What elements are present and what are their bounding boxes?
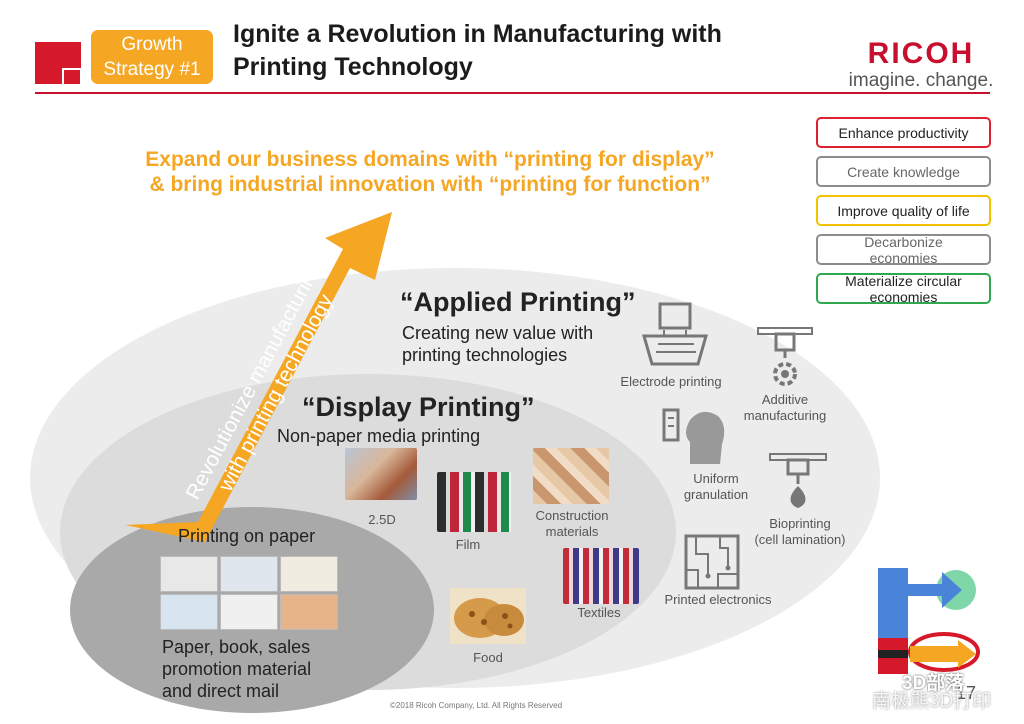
header-divider	[35, 92, 990, 94]
3d-printer-icon	[757, 327, 813, 386]
value-box-decarbonize: Decarbonize economies	[816, 233, 991, 266]
logo-tagline: imagine. change.	[848, 70, 994, 91]
textiles-label: Textiles	[577, 605, 621, 620]
additive-line2: manufacturing	[743, 408, 827, 423]
2.5d-label: 2.5D	[368, 512, 396, 527]
tagline: Expand our business domains with “printi…	[70, 147, 790, 197]
page-number: 17	[956, 683, 977, 703]
additive-manufacturing-label: Additive manufacturing	[730, 392, 840, 424]
2.5d-thumbnail	[345, 448, 417, 500]
display-printing-title: “Display Printing”	[302, 392, 535, 422]
bio-line1: Bioprinting	[769, 516, 831, 531]
watermark-sublabel: 南极熊3D打印	[872, 691, 992, 712]
granulation-line1: Uniform	[693, 471, 739, 486]
tagline-line2: & bring industrial innovation with “prin…	[149, 173, 711, 196]
additive-line1: Additive	[761, 392, 809, 407]
paper-sample	[160, 556, 218, 592]
value-box-knowledge: Create knowledge	[816, 156, 991, 187]
title-line1: Ignite a Revolution in Manufacturing wit…	[233, 20, 722, 48]
watermark-label: 3D部落	[902, 673, 965, 694]
value-box-quality-of-life: Improve quality of life	[816, 195, 991, 226]
red-square-corner	[62, 68, 82, 86]
ricoh-logo: RICOH imagine. change.	[846, 38, 996, 92]
paper-sample	[220, 594, 278, 630]
growth-strategy-badge: Growth Strategy #1	[91, 30, 213, 84]
badge-line2: Strategy #1	[103, 59, 201, 80]
paper-printing-title: Printing on paper	[178, 526, 316, 546]
page-title: Ignite a Revolution in Manufacturing wit…	[233, 18, 793, 84]
circuit-icon	[684, 534, 740, 590]
paper-desc-line1: Paper, book, sales	[162, 637, 311, 657]
applied-printing-desc: Creating new value with printing technol…	[402, 322, 593, 366]
value-box-label: Enhance productivity	[838, 124, 969, 141]
value-box-productivity: Enhance productivity	[816, 117, 991, 148]
paper-samples-collage	[160, 556, 338, 630]
paper-desc-line2: promotion material	[162, 659, 312, 679]
revolution-arrow	[125, 212, 392, 542]
head-icon	[662, 408, 725, 464]
food-label: Food	[473, 650, 503, 665]
textiles-thumbnail	[563, 548, 639, 604]
bioprinting-label: Bioprinting (cell lamination)	[744, 516, 856, 548]
uniform-granulation-label: Uniform granulation	[666, 471, 766, 503]
film-label: Film	[455, 537, 481, 552]
printed-electronics-label: Printed electronics	[664, 592, 772, 607]
display-printing-desc: Non-paper media printing	[277, 426, 481, 446]
copyright-text: ©2018 Ricoh Company, Ltd. All Rights Res…	[390, 701, 563, 710]
electrode-printing-label: Electrode printing	[620, 374, 722, 389]
paper-sample	[280, 556, 338, 592]
film-thumbnail	[437, 472, 511, 532]
value-box-circular: Materialize circular economies	[816, 272, 991, 305]
value-box-label: Decarbonize economies	[864, 233, 943, 266]
paper-sample	[220, 556, 278, 592]
construction-line2: materials	[545, 524, 599, 539]
value-box-label: Improve quality of life	[837, 202, 970, 219]
construction-materials-label: Construction materials	[520, 508, 624, 540]
tagline-line1: Expand our business domains with “printi…	[145, 148, 715, 171]
construction-materials-thumbnail	[533, 448, 609, 504]
paper-desc-line3: and direct mail	[162, 681, 280, 701]
electrode-printer-icon	[642, 302, 708, 366]
construction-line1: Construction	[535, 508, 609, 523]
applied-desc-line2: printing technologies	[402, 345, 568, 365]
value-box-label: Create knowledge	[847, 163, 960, 180]
applied-printing-title: “Applied Printing”	[400, 287, 636, 317]
logo-name: RICOH	[867, 37, 975, 70]
badge-line1: Growth	[121, 34, 183, 55]
value-box-label: Materialize circular economies	[845, 272, 962, 305]
paper-sample	[280, 594, 338, 630]
bioprinter-icon	[769, 453, 827, 508]
paper-sample	[160, 594, 218, 630]
applied-desc-line1: Creating new value with	[402, 323, 594, 343]
corner-decoration	[878, 568, 980, 674]
bio-line2: (cell lamination)	[754, 532, 846, 547]
food-thumbnail	[450, 588, 526, 644]
granulation-line2: granulation	[683, 487, 749, 502]
paper-printing-desc: Paper, book, sales promotion material an…	[162, 636, 311, 702]
title-line2: Printing Technology	[233, 53, 473, 81]
